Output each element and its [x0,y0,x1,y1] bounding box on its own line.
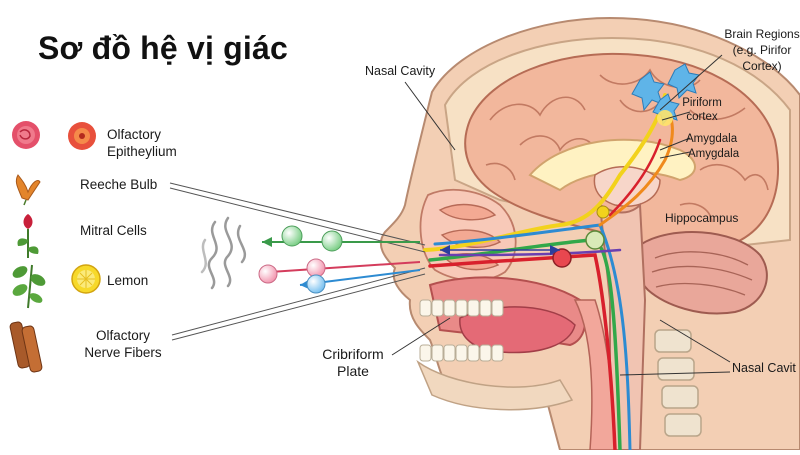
ganglia [552,205,610,268]
lemon-icon [71,264,101,294]
cerebellum-folia [651,251,753,296]
page-title: Sơ đồ hệ vị giác [38,30,289,66]
label-reeche-bulb: Reeche Bulb [80,177,158,192]
label-lemon: Lemon [107,273,149,288]
label-nasal-cavity-bottom: Nasal Cavit [732,361,796,375]
turbinates [438,203,502,271]
anatomy-leader-lines [391,54,731,376]
label-piriform-cortex: Piriform cortex [682,97,722,123]
label-cribriform-plate: Cribriform Plate [322,346,384,379]
label-amygdala-1: Amygdala [686,133,738,145]
label-hippocampus: Hippocampus [665,211,739,225]
label-olfactory-epithelium: Olfactory Epitheylium [107,127,177,159]
lower-teeth [419,344,504,362]
smoke-icon [200,216,247,290]
label-brain-regions: Brain Regions (e.g. Pirifor Cortex) [724,27,800,73]
cinnamon-stick-icon [9,321,43,373]
jaw [416,359,574,411]
odor-molecules [258,225,560,294]
label-nasal-cavity-top: Nasal Cavity [365,64,436,78]
rose-icon [12,121,40,149]
red-flower-icon [68,122,96,150]
rosebud-icon [17,214,39,258]
piriform-highlight [657,110,673,126]
vertebrae [654,329,702,437]
upper-teeth [419,299,504,317]
lily-icon [15,174,41,206]
label-mitral-cells: Mitral Cells [80,223,147,238]
leaf-sprig-icon [12,264,46,309]
tongue [459,306,576,354]
label-olfactory-nerve-fibers: Olfactory Nerve Fibers [84,328,162,360]
label-amygdala-2: Amygdala [688,148,740,160]
